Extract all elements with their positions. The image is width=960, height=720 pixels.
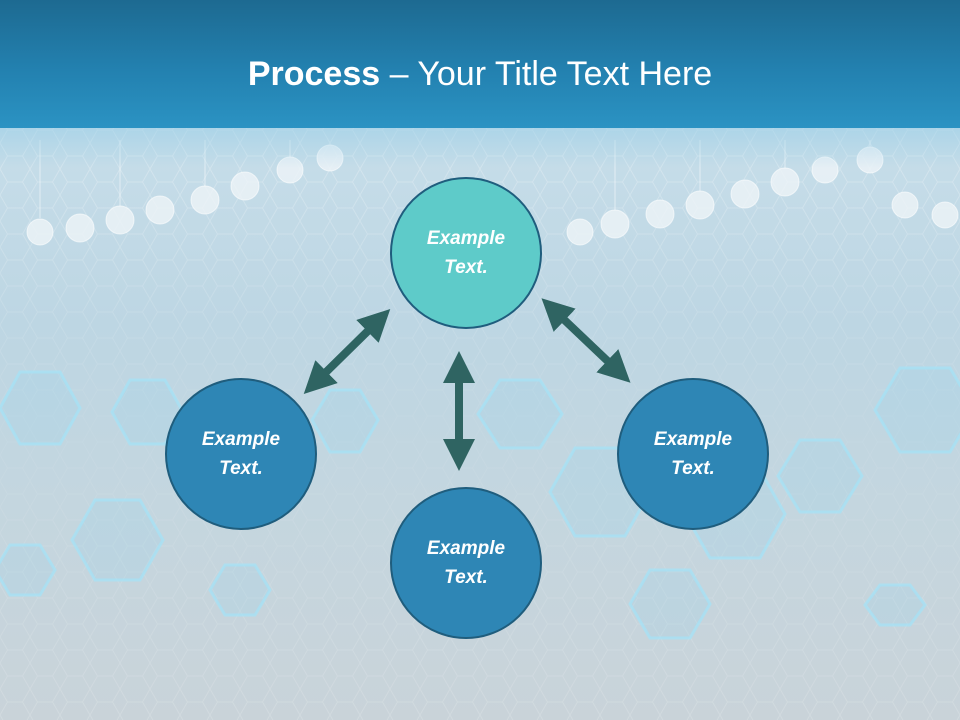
process-node-bottom: Example Text.: [390, 487, 542, 639]
title-bar: [0, 0, 960, 128]
process-node-right: Example Text.: [617, 378, 769, 530]
slide-title: Process – Your Title Text Here: [0, 52, 960, 96]
slide-title-bold: Process: [247, 55, 381, 93]
slide-title-rest: – Your Title Text Here: [380, 55, 713, 93]
arrow-top-left: [303, 308, 391, 395]
node-right-label: Example Text.: [653, 429, 733, 479]
node-left-label: Example Text.: [201, 429, 281, 479]
title-bar-glow: [0, 128, 960, 168]
node-bottom-label: Example Text.: [426, 538, 506, 588]
process-node-left: Example Text.: [165, 378, 317, 530]
arrow-top-right: [541, 298, 631, 383]
process-node-top: Example Text.: [390, 177, 542, 329]
node-top-label: Example Text.: [426, 228, 506, 278]
